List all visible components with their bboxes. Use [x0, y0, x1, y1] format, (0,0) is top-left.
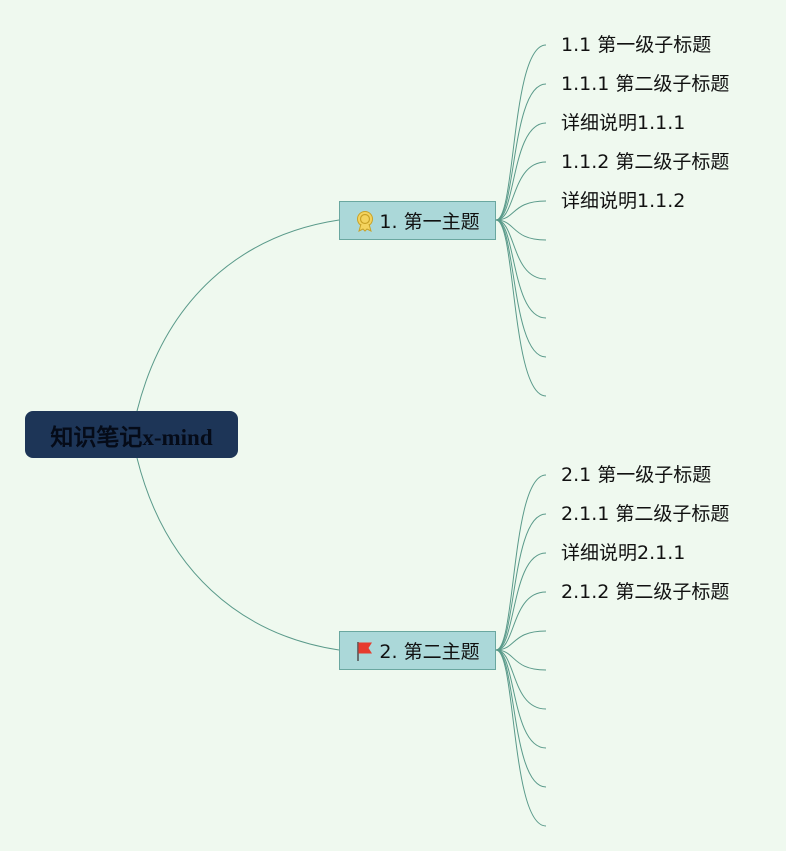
topic-2-branch-5 [495, 630, 547, 651]
topic-2-branch-4 [495, 591, 547, 651]
subtopic-2-4[interactable]: 2.1.2 第二级子标题 [561, 581, 730, 603]
root-to-topic-2-line [136, 457, 340, 651]
main-topic-1-label: 1. 第一主题 [379, 211, 480, 233]
topic-1-branch-1 [495, 44, 547, 221]
topic-1-branch-4 [495, 161, 547, 221]
root-topic-label: 知识笔记x-mind [50, 424, 213, 450]
topic-2-branch-8 [495, 649, 547, 749]
root-topic[interactable]: 知识笔记x-mind [25, 411, 238, 458]
subtopic-2-3[interactable]: 详细说明2.1.1 [561, 542, 686, 564]
subtopic-2-1[interactable]: 2.1 第一级子标题 [561, 464, 712, 486]
subtopic-1-3[interactable]: 详细说明1.1.1 [561, 112, 686, 134]
topic-2-branch-3 [495, 552, 547, 651]
subtopic-1-4[interactable]: 1.1.2 第二级子标题 [561, 151, 730, 173]
main-topic-2-label: 2. 第二主题 [379, 641, 480, 663]
subtopic-1-5[interactable]: 详细说明1.1.2 [561, 190, 686, 212]
topic-2-branch-1 [495, 474, 547, 651]
main-topic-1[interactable]: 1. 第一主题 [339, 201, 496, 240]
main-topic-2[interactable]: 2. 第二主题 [339, 631, 496, 670]
subtopic-1-1[interactable]: 1.1 第一级子标题 [561, 34, 712, 56]
topic-1-branch-2 [495, 83, 547, 221]
award-medal-icon [355, 210, 375, 232]
topic-1-branch-5 [495, 200, 547, 221]
topic-2-branch-7 [495, 649, 547, 710]
red-flag-icon [355, 640, 375, 662]
topic-1-branch-6 [495, 219, 547, 241]
topic-2-branch-6 [495, 649, 547, 671]
subtopic-2-2[interactable]: 2.1.1 第二级子标题 [561, 503, 730, 525]
topic-1-branch-7 [495, 219, 547, 280]
root-to-topic-1-line [136, 219, 340, 412]
topic-1-branch-10 [495, 219, 547, 397]
topic-1-branch-8 [495, 219, 547, 319]
topic-2-branch-2 [495, 513, 547, 651]
subtopic-1-2[interactable]: 1.1.1 第二级子标题 [561, 73, 730, 95]
topic-1-branch-3 [495, 122, 547, 221]
topic-2-branch-10 [495, 649, 547, 827]
